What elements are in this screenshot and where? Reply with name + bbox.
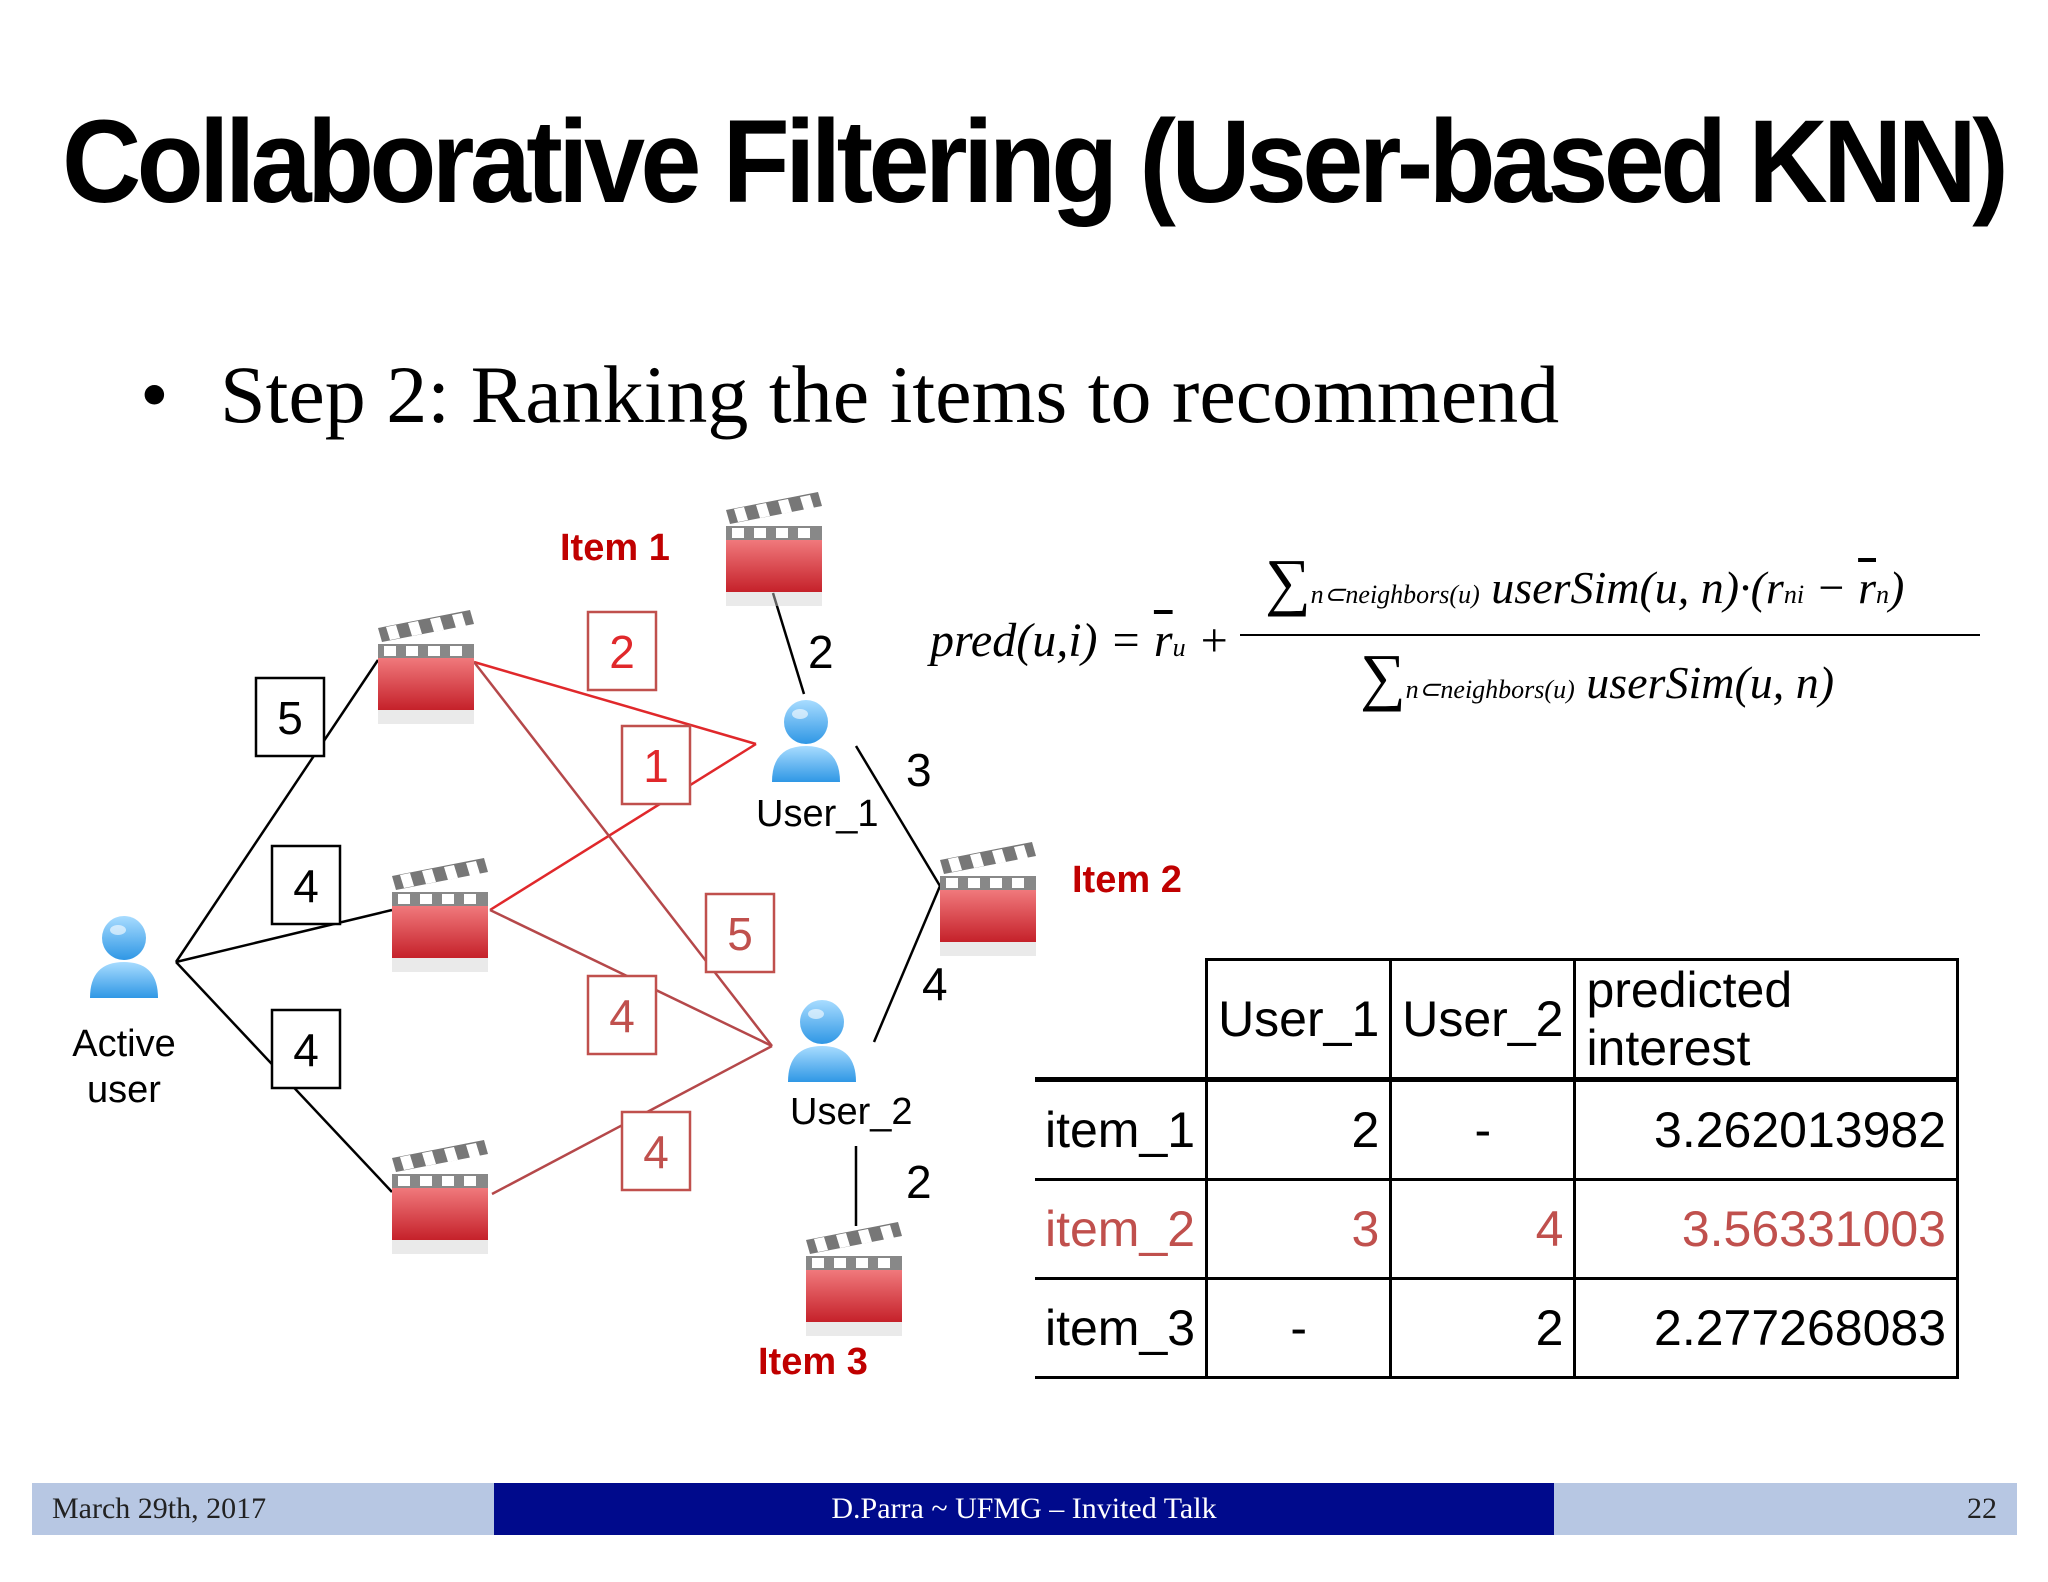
rating-user1-item2: 3 [906,744,932,796]
rating-box-user1-movieB [620,724,692,806]
item3-label: Item 3 [758,1341,868,1383]
formula-rbar-u-sub: u [1172,633,1186,662]
formula-numerator: ∑n⊂neighbors(u) userSim(u, n)·(rni − rn) [1265,545,1904,619]
rating-user2-item2: 4 [922,958,948,1010]
item1-label: Item 1 [560,527,670,569]
cell-item: item_2 [1035,1178,1209,1280]
user1-icon [772,700,840,782]
edge-user1-movieA [473,660,757,746]
rating-user2-item3: 2 [906,1156,932,1208]
table-row-highlight: item_2 3 4 3.56331003 [1035,1178,1959,1280]
rating-box-user2-movieC [620,1110,692,1192]
rating-active-movieC: 4 [293,1024,319,1076]
movie-b-icon [392,858,488,972]
footer-page-number: 22 [1554,1483,2017,1535]
header-predicted-interest: predicted interest [1573,958,1959,1082]
formula-denominator: ∑n⊂neighbors(u) userSim(u, n) [1360,640,1834,714]
rating-box-user1-movieA [586,610,658,692]
cell-item: item_3 [1035,1277,1209,1379]
bullet-item: • Step 2: Ranking the items to recommend [140,345,1559,445]
movie-a-icon [378,610,474,724]
denominator-usersim: userSim(u, n) [1574,657,1835,708]
footer-date: March 29th, 2017 [32,1483,494,1535]
header-user1: User_1 [1205,958,1393,1082]
rating-box-user2-movieB [586,974,658,1056]
header-empty [1035,959,1209,1082]
cell-user2: 2 [1389,1277,1577,1379]
numerator-rbar: r [1858,562,1876,613]
cell-user1: - [1205,1277,1393,1379]
user2-label: User_2 [790,1091,913,1133]
user1-label: User_1 [756,793,879,835]
cell-user2: 4 [1389,1178,1577,1280]
item2-label: Item 2 [1072,859,1182,901]
formula-plus: + [1185,614,1230,667]
numerator-sub-n: n [1876,580,1889,609]
denominator-sigma: ∑ [1360,641,1406,712]
numerator-sub-ni: ni [1783,580,1805,609]
rating-user1-movieB: 1 [643,740,669,792]
bullet-text: Step 2: Ranking the items to recommend [220,349,1560,440]
rating-user1-item1: 2 [808,626,834,678]
cell-user1: 2 [1205,1078,1393,1181]
rating-active-movieA: 5 [277,692,303,744]
edge-user2-item2 [872,885,942,1043]
rating-box-active-movieB [270,844,342,926]
active-user-label-line2: user [87,1069,161,1111]
rating-box-user2-movieA [704,892,776,974]
bullet-symbol: • [140,349,169,440]
numerator-usersim: userSim(u, n)·(r [1479,562,1784,613]
cell-user1: 3 [1205,1178,1393,1280]
prediction-formula: pred(u,i) = ru + ∑n⊂neighbors(u) userSim… [925,545,1985,740]
edge-user1-item2 [854,745,942,887]
cell-pred: 3.262013982 [1573,1078,1959,1181]
slide-title: Collaborative Filtering (User-based KNN) [62,96,2009,228]
cell-user2: - [1389,1078,1577,1181]
footer-center: D.Parra ~ UFMG – Invited Talk [494,1483,1554,1535]
slide-footer: March 29th, 2017 D.Parra ~ UFMG – Invite… [32,1483,2017,1535]
edge-user1-movieB [489,742,757,912]
cell-pred: 2.277268083 [1573,1277,1959,1379]
edge-user1-item1 [771,592,806,695]
formula-pred: pred(u,i) = [930,614,1154,667]
active-user-label-line1: Active [72,1023,175,1065]
table-header-row: User_1 User_2 predicted interest [1035,958,1959,1082]
item3-movie-icon [806,1222,902,1336]
numerator-minus: − [1804,562,1859,613]
rating-box-active-movieA [254,676,326,758]
edge-active-movieB [175,908,393,964]
item2-movie-icon [940,842,1036,956]
numerator-close: ) [1889,562,1905,613]
header-user2: User_2 [1389,958,1577,1082]
cell-item: item_1 [1035,1078,1209,1181]
rating-user2-movieB: 4 [609,990,635,1042]
item1-movie-icon [726,492,822,606]
rating-active-movieB: 4 [293,860,319,912]
numerator-sum-sub: n⊂neighbors(u) [1310,580,1480,609]
formula-rbar-u: r [1153,614,1173,667]
rating-user2-movieC: 4 [643,1126,669,1178]
formula-lhs: pred(u,i) = ru + [930,613,1230,668]
denominator-sum-sub: n⊂neighbors(u) [1405,675,1575,704]
edge-user2-movieA [473,661,773,1047]
active-user-icon [90,916,158,998]
rating-user1-movieA: 2 [609,626,635,678]
numerator-sigma: ∑ [1265,546,1311,617]
edge-active-movieA [174,659,380,963]
rating-user2-movieA: 5 [727,908,753,960]
prediction-table: User_1 User_2 predicted interest item_1 … [1035,958,1959,1379]
table-row: item_3 - 2 2.277268083 [1035,1277,1959,1379]
formula-fraction-line [1240,634,1980,636]
cell-pred: 3.56331003 [1573,1178,1959,1280]
table-row: item_1 2 - 3.262013982 [1035,1078,1959,1181]
movie-c-icon [392,1140,488,1254]
rating-box-active-movieC [270,1008,342,1090]
user2-icon [788,1000,856,1082]
